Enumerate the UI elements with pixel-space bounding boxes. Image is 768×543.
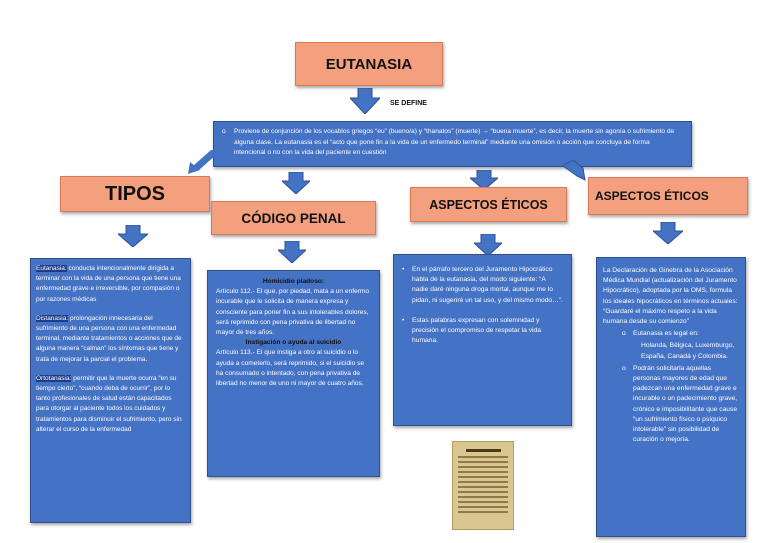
sub-text: Podrán solicitarla aquellas personas may…	[633, 364, 738, 444]
definition-text: Proviene de conjunción de los vocablos g…	[234, 128, 675, 156]
list-item: o Eutanasia es legal en:	[603, 329, 739, 339]
section-title: Homicidio piadoso:	[262, 278, 325, 285]
document-image	[452, 441, 514, 530]
sub-text: Eutanasia es legal en:	[633, 330, 699, 338]
tipos-box: Eutanasia: conducta intencionalmente dir…	[30, 258, 191, 523]
down-arrow-icon	[278, 241, 306, 263]
aspectos-eticos-2-heading: ASPECTOS ÉTICOS	[595, 189, 709, 203]
aspectos-eticos-heading: ASPECTOS ÉTICOS	[429, 197, 548, 212]
se-define-label: SE DEFINE	[390, 100, 427, 107]
down-arrow-icon	[282, 172, 310, 194]
sub-bullet: o	[622, 364, 626, 372]
tipos-desc: prolongación innecesaria del sufrimiento…	[36, 314, 182, 363]
tipos-item-distanasia: Distanasia: prolongación innecesaria del…	[36, 314, 185, 365]
tipos-heading: TIPOS	[104, 182, 165, 205]
aspectos-eticos-box: En el párrafo tercero del Juramento Hipo…	[393, 254, 572, 426]
right-diagonal-arrow-icon	[563, 160, 586, 181]
list-item: o Podrán solicitarla aquellas personas m…	[603, 364, 739, 446]
tipos-term: Distanasia:	[36, 314, 69, 322]
tipos-item-eutanasia: Eutanasia: conducta intencionalmente dir…	[36, 264, 185, 305]
down-arrow-icon	[350, 88, 380, 114]
section-text: Artículo 112.- El que, por piedad, mata …	[216, 288, 370, 337]
codigo-penal-box: Homicidio piadoso: Artículo 112.- El que…	[207, 270, 380, 477]
sub-bullet: o	[622, 330, 626, 338]
tipos-item-ortotanasia: Ortotanasia: permitir que la muerte ocur…	[36, 374, 185, 435]
definition-bullet: o	[222, 128, 226, 135]
aspectos-eticos-2-intro: La Declaración de Ginebra de la Asociaci…	[603, 267, 738, 326]
aspectos-eticos-heading-box: ASPECTOS ÉTICOS	[410, 187, 567, 222]
aspectos-eticos-2-heading-box: ASPECTOS ÉTICOS	[588, 177, 748, 215]
down-arrow-icon	[470, 170, 498, 190]
down-arrow-icon	[653, 222, 683, 244]
tipos-desc: permitir que la muerte ocurra “en su tie…	[36, 374, 182, 433]
down-arrow-icon	[118, 225, 148, 247]
tipos-term: Ortotanasia:	[36, 374, 72, 382]
list-item: Estas palabras expresan con solemnidad y…	[402, 316, 563, 347]
section-title: Instigación o ayuda al suicidio	[245, 339, 342, 347]
left-diagonal-arrow-icon	[188, 150, 216, 174]
tipos-term: Eutanasia:	[36, 265, 67, 272]
title-text: EUTANASIA	[325, 55, 413, 73]
down-arrow-icon	[474, 234, 502, 256]
codigo-penal-heading: CÓDIGO PENAL	[241, 210, 346, 226]
title-box: EUTANASIA	[295, 42, 443, 86]
aspectos-eticos-2-box: La Declaración de Ginebra de la Asociaci…	[596, 257, 746, 537]
list-item: En el párrafo tercero del Juramento Hipo…	[402, 265, 563, 306]
codigo-penal-heading-box: CÓDIGO PENAL	[211, 201, 376, 235]
definition-box: o Proviene de conjunción de los vocablos…	[213, 121, 692, 167]
section-text: Artículo 113.- El que instiga a otro al …	[216, 349, 365, 388]
tipos-desc: conducta intencionalmente dirigida a ter…	[36, 265, 181, 303]
tipos-heading-box: TIPOS	[60, 176, 210, 212]
sub-text-cont: Holanda, Bélgica, Luxemburgo, España, Ca…	[641, 342, 735, 360]
